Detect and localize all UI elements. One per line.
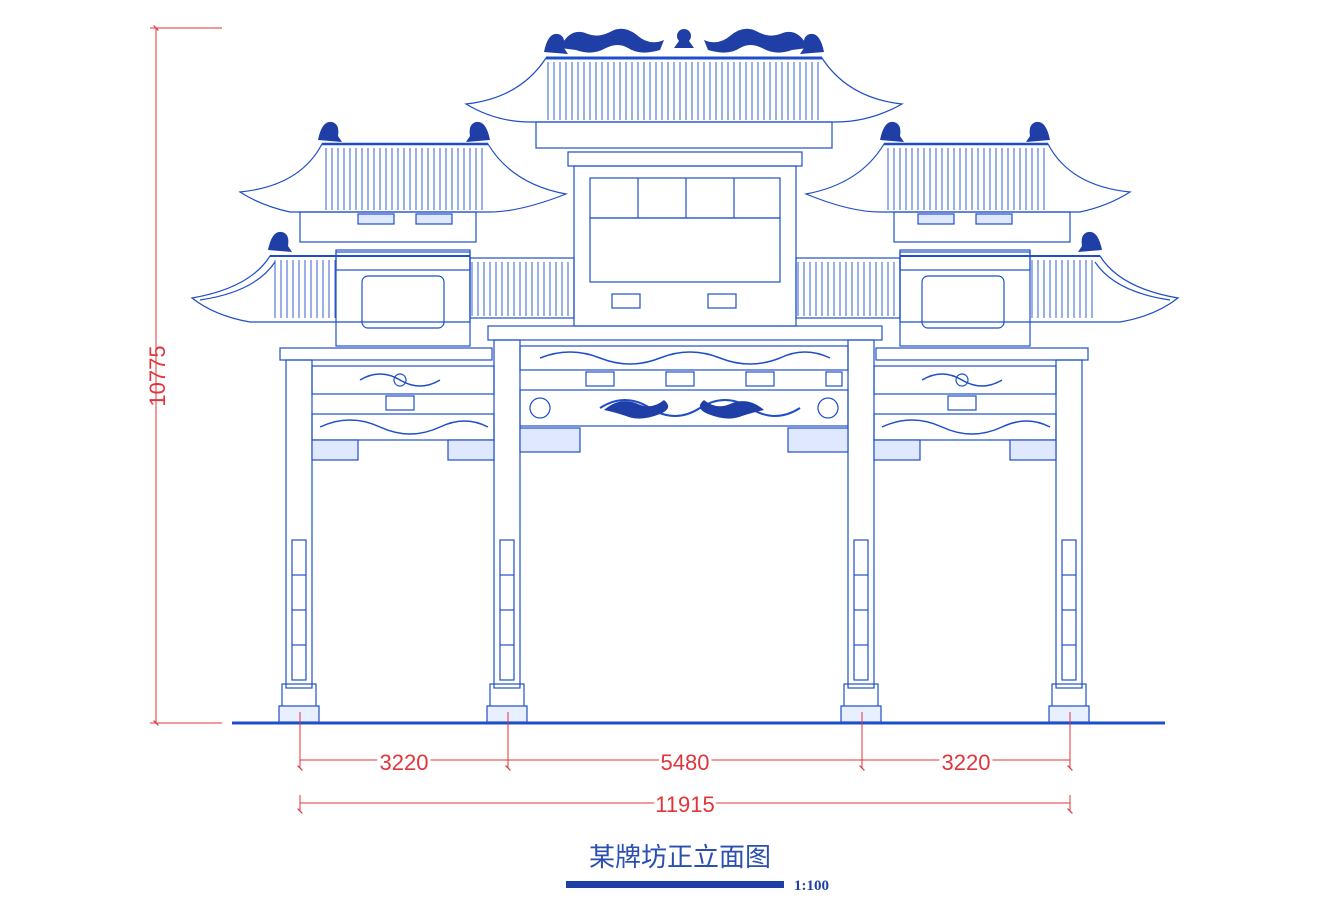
pillar-3 xyxy=(840,339,882,723)
left-bay-beams xyxy=(279,347,495,461)
right-connector-roof xyxy=(795,257,901,319)
dimension-lines xyxy=(150,25,1073,814)
left-connector-roof xyxy=(469,257,575,319)
paifang-structure xyxy=(190,28,1180,725)
right-upper-roof xyxy=(803,142,1132,243)
title-underline xyxy=(566,881,784,888)
right-bay-beams xyxy=(873,347,1089,461)
dimension-right-span: 3220 xyxy=(942,750,991,775)
roof-tile-ribs xyxy=(274,62,1093,318)
dimension-height: 10775 xyxy=(145,345,170,406)
center-top-roof xyxy=(464,56,904,327)
dimension-left-span: 3220 xyxy=(380,750,429,775)
pillar-2 xyxy=(486,339,528,723)
dimension-total-width: 11915 xyxy=(655,792,715,817)
center-bay-beams xyxy=(487,325,883,453)
left-upper-roof xyxy=(238,142,569,243)
ridge-ornaments xyxy=(268,28,1102,419)
drawing-title: 某牌坊正立面图 xyxy=(589,843,771,873)
left-lower-roof xyxy=(190,249,471,347)
dimension-center-span: 5480 xyxy=(661,750,710,775)
drawing-scale: 1:100 xyxy=(794,878,829,894)
right-lower-roof xyxy=(899,249,1180,347)
